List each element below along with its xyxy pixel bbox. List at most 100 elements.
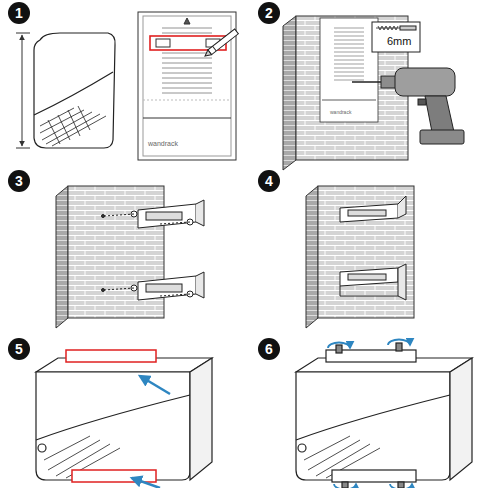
paper-template (138, 12, 236, 160)
drill-bit-inset-part (376, 26, 400, 30)
step-number-text: 4 (258, 170, 280, 192)
paper-template-part (143, 16, 231, 156)
screw-turn-arrow-part (328, 343, 350, 349)
mounted-bracket-part (340, 268, 398, 286)
paper-template-part (143, 118, 231, 119)
paper-template-part (143, 100, 231, 101)
push-arrow-part (132, 478, 160, 488)
console-with-brackets (36, 350, 212, 482)
wall-bracket-part (196, 200, 204, 226)
console-with-brackets-part (36, 372, 190, 480)
paper-template-part (162, 28, 212, 93)
mounted-console-part (332, 470, 416, 482)
paper-template-part (322, 100, 376, 101)
console-side-view-part (48, 106, 90, 144)
step-circle-fill (258, 2, 280, 24)
paper-template-part (156, 39, 170, 47)
step-number-text: 6 (258, 338, 280, 360)
screw-turn-arrow-part (388, 340, 410, 345)
paper-template-part (184, 18, 190, 24)
console-with-brackets-part (66, 350, 156, 362)
step-number: 5 (8, 338, 30, 360)
step-circle-fill (8, 338, 30, 360)
mounted-console-part (396, 343, 402, 351)
brick-wall-part (306, 186, 318, 328)
power-drill-part (420, 130, 464, 144)
step-circle-fill (258, 338, 280, 360)
step-number: 2 (258, 2, 280, 24)
screw-turn-arrow (328, 340, 412, 488)
pencil (203, 29, 238, 58)
brick-wall (306, 186, 414, 328)
pencil-part (203, 50, 211, 58)
step-number: 1 (8, 2, 30, 24)
power-drill (352, 68, 464, 144)
step-number-text: 1 (8, 2, 30, 24)
console-side-view (34, 33, 115, 148)
screw-turn-arrow-part (390, 484, 412, 488)
power-drill-part (418, 99, 426, 105)
console-with-brackets-part (36, 395, 190, 440)
wall-bracket-part (104, 288, 190, 296)
mounted-bracket (340, 196, 406, 300)
mounted-console-part (336, 345, 342, 353)
height-dimension (16, 33, 30, 148)
brick-wall-part (318, 186, 414, 318)
power-drill-part (352, 81, 382, 83)
mounted-bracket-part (340, 286, 398, 296)
power-drill-part (395, 68, 455, 96)
mounted-console-part (296, 372, 450, 480)
mounted-console-part (298, 444, 306, 452)
template-logo: wandrack (330, 110, 351, 115)
mounted-bracket-part (398, 196, 406, 218)
step-number-text: 3 (8, 170, 30, 192)
step-number: 3 (8, 170, 30, 192)
step-circle-fill (8, 170, 30, 192)
pencil-part (213, 46, 217, 51)
step-number: 4 (258, 170, 280, 192)
step-number-text: 5 (8, 338, 30, 360)
mounted-bracket-part (348, 274, 386, 280)
wall-bracket (102, 200, 205, 228)
mounted-console (296, 343, 472, 488)
height-dimension-part (16, 33, 30, 34)
step-number: 6 (258, 338, 280, 360)
height-dimension-part (16, 148, 30, 149)
paper-template-part (138, 12, 236, 160)
mounted-console-part (296, 395, 450, 440)
wall-bracket-part (102, 215, 105, 218)
brick-wall-part (283, 16, 296, 170)
push-arrow-part (140, 376, 170, 394)
pencil-part (208, 29, 238, 55)
console-side-view-part (40, 108, 106, 146)
paper-template-part (334, 28, 364, 80)
wall-bracket-part (146, 284, 182, 292)
mounted-bracket-part (398, 264, 406, 300)
mounted-console-part (398, 482, 404, 488)
drill-bit-inset-part (400, 26, 416, 30)
paper-template (320, 18, 378, 122)
screw-turn-arrow-part (334, 484, 356, 488)
brick-wall-part (56, 186, 68, 328)
drill-size: 6mm (387, 36, 411, 47)
step-circle-fill (8, 2, 30, 24)
step-circle-fill (258, 170, 280, 192)
drill-bit-inset-part (372, 22, 420, 52)
wall-bracket-part (138, 204, 196, 228)
mounted-bracket-part (348, 210, 386, 216)
console-with-brackets-part (38, 444, 46, 452)
mounted-bracket-part (340, 204, 398, 222)
wall-bracket-part (138, 276, 196, 300)
push-arrow (132, 376, 170, 488)
wall-bracket-part (146, 212, 182, 220)
paper-template-part (320, 18, 378, 122)
wall-bracket (102, 272, 205, 300)
mounted-console-part (450, 358, 472, 480)
mounted-console-part (342, 482, 348, 488)
template-logo: wandrack (148, 140, 178, 147)
wall-bracket-part (196, 272, 204, 298)
step-number-text: 2 (258, 2, 280, 24)
drill-bit-inset (372, 22, 420, 52)
